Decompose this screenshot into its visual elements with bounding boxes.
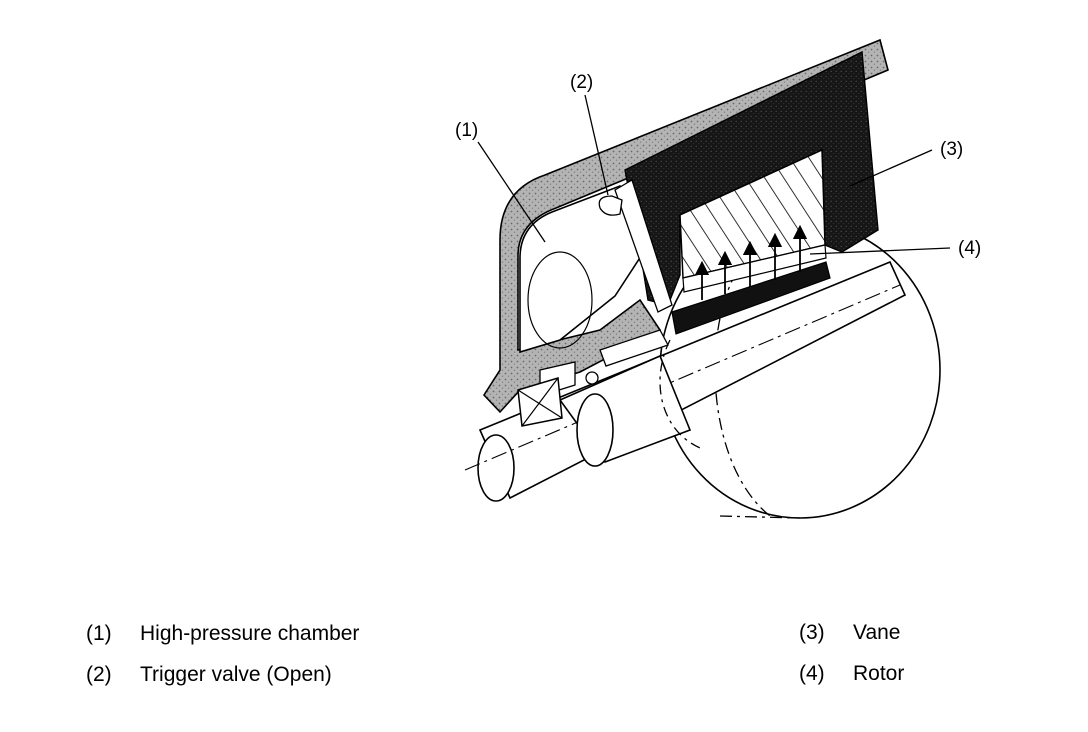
shaft <box>464 260 907 502</box>
legend-number: (1) <box>86 622 112 645</box>
legend-number: (4) <box>799 662 825 685</box>
legend-item-trigger-valve: (2) Trigger valve (Open) <box>86 664 332 685</box>
leader-line-2 <box>584 94 609 196</box>
leader-line-3 <box>849 149 933 187</box>
legend-item-rotor: (4) Rotor <box>799 663 904 684</box>
pressure-arrows <box>694 224 808 300</box>
callout-3: (3) <box>940 139 963 160</box>
legend-item-vane: (3) Vane <box>799 622 901 643</box>
legend-item-high-pressure-chamber: (1) High-pressure chamber <box>86 623 359 644</box>
leader-line-4 <box>809 247 951 255</box>
legend-label: Rotor <box>853 662 905 685</box>
leader-line-1 <box>477 141 546 243</box>
callout-2: (2) <box>570 72 593 93</box>
legend-label: Vane <box>853 621 901 644</box>
legend-number: (3) <box>799 621 825 644</box>
legend-number: (2) <box>86 663 112 686</box>
callout-1: (1) <box>455 120 478 141</box>
legend-label: High-pressure chamber <box>140 622 360 645</box>
callout-4: (4) <box>958 238 981 259</box>
legend-label: Trigger valve (Open) <box>140 663 332 686</box>
leader-lines <box>477 94 951 255</box>
vane <box>679 148 827 293</box>
